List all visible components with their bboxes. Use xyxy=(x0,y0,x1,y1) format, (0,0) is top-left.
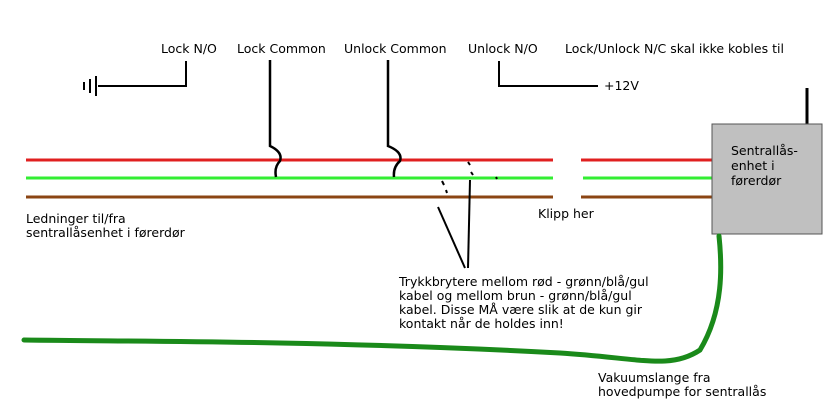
cut-here-label: Klipp her xyxy=(538,206,595,221)
unlock-common-label: Unlock Common xyxy=(344,41,447,56)
unlock-no-label: Unlock N/O xyxy=(468,41,538,56)
unit-label-line1: Sentrallås- xyxy=(731,143,798,158)
switch-note-line2: kabel og mellom brun - grønn/blå/gul xyxy=(399,288,632,303)
unit-label-line2: enhet i xyxy=(731,158,775,173)
push-switch-pointer xyxy=(437,161,498,269)
vacuum-label-line1: Vakuumslange fra xyxy=(598,370,710,385)
wires-label-line1: Ledninger til/fra xyxy=(26,211,126,226)
lock-no-label: Lock N/O xyxy=(161,41,217,56)
no-connect-label: Lock/Unlock N/C skal ikke kobles til xyxy=(565,41,784,56)
plus12v-label: +12V xyxy=(604,78,639,93)
unlock-no-wire xyxy=(498,61,598,87)
lock-common-label: Lock Common xyxy=(237,41,326,56)
switch-note-line3: kabel. Disse MÅ være slik at de kun gir xyxy=(399,302,643,317)
vacuum-hose xyxy=(21,233,724,364)
unit-label-line3: førerdør xyxy=(731,173,782,188)
wires-label-line2: sentrallåsenhet i førerdør xyxy=(26,225,186,240)
switch-note-line1: Trykkbrytere mellom rød - grønn/blå/gul xyxy=(398,274,649,289)
vacuum-label-line2: hovedpumpe for sentrallås xyxy=(598,384,766,399)
lock-common-wire xyxy=(268,60,282,178)
lock-no-wire xyxy=(98,61,187,87)
unlock-common-wire xyxy=(386,60,402,178)
central-lock-unit xyxy=(711,123,823,235)
ground-icon xyxy=(83,76,97,96)
switch-note-line4: kontakt når de holdes inn! xyxy=(399,316,564,331)
